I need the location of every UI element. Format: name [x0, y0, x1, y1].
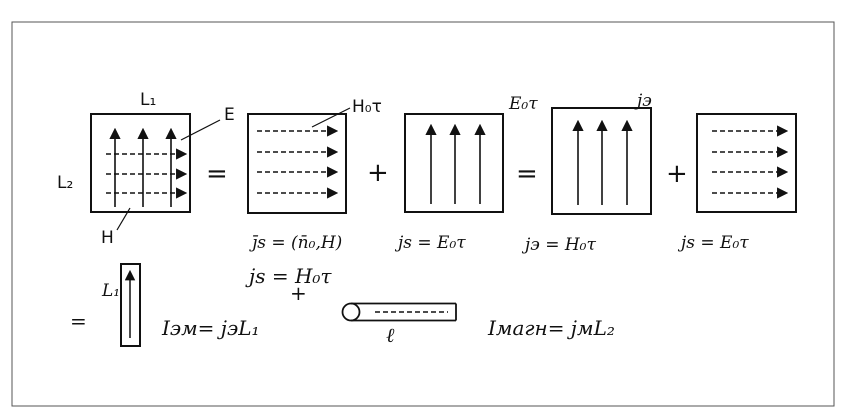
- box-e-field-2: [551, 107, 652, 215]
- box-h-field: [247, 107, 351, 214]
- operator-plus-1: +: [367, 158, 389, 188]
- label-l2: L₂: [57, 173, 73, 193]
- formula-js-e0t-1: js = E₀τ: [394, 233, 466, 253]
- h-leader-line: [116, 207, 131, 231]
- box-h-field-2: [696, 113, 797, 213]
- box-combined-field: [90, 113, 221, 231]
- formula-i-magn: Iмагн= jмL₂: [487, 316, 615, 340]
- label-h: H: [101, 228, 114, 248]
- bottom-operator-plus: +: [290, 281, 307, 305]
- operator-equals-1: =: [206, 159, 228, 189]
- label-h0t: H₀τ: [352, 97, 382, 117]
- formula-js-h0t: js = H₀τ: [245, 264, 332, 288]
- formula-js-e0t-2: js = E₀τ: [677, 233, 749, 253]
- label-e: E: [224, 105, 235, 125]
- formula-i-em: Iэм= jэL₁: [161, 316, 260, 340]
- formula-js-n0-h: j̄s = (n̄₀,H): [249, 233, 342, 253]
- cylinder-magnetic-current: [341, 302, 457, 322]
- operator-plus-2: +: [666, 159, 688, 189]
- label-je: jэ: [633, 91, 652, 111]
- figure-frame: [11, 21, 835, 407]
- label-l-length: ℓ: [386, 323, 395, 347]
- thin-strip-current: [120, 263, 141, 347]
- bottom-operator-equals: =: [70, 309, 87, 333]
- label-l1: L₁: [140, 90, 156, 110]
- box-e-field: [404, 113, 504, 213]
- e-leader-line: [180, 119, 221, 141]
- formula-je-h0t: jэ = H₀τ: [521, 235, 596, 255]
- h0t-leader-line: [311, 107, 351, 128]
- operator-equals-2: =: [516, 159, 538, 189]
- label-e0t: E₀τ: [508, 94, 538, 114]
- bottom-label-l1: L₁: [101, 281, 120, 301]
